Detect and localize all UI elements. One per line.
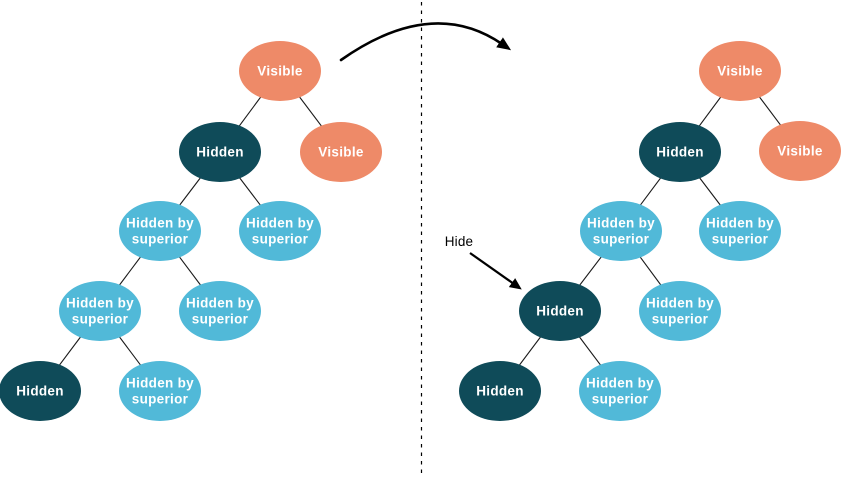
node-ellipse-hidden-by-superior	[179, 281, 261, 341]
node-ellipse-hidden	[0, 361, 81, 421]
node-label: Visible	[318, 145, 364, 160]
node-label: Visible	[777, 144, 823, 159]
node-ellipse-hidden	[639, 122, 721, 182]
node-label: Visible	[257, 64, 303, 79]
node-ellipse-visible	[759, 121, 841, 181]
node-ellipse-hidden	[459, 361, 541, 421]
node-ellipse-hidden-by-superior	[119, 201, 201, 261]
node-ellipse-visible	[699, 41, 781, 101]
node-label: Visible	[717, 64, 763, 79]
node-ellipse-hidden-by-superior	[699, 201, 781, 261]
node-ellipse-hidden-by-superior	[59, 281, 141, 341]
after-node-n2: Hidden	[639, 122, 721, 182]
before-node-n1: Visible	[239, 41, 321, 101]
hide-annotation-label: Hide	[445, 234, 474, 249]
before-node-n3: Visible	[300, 122, 382, 182]
node-ellipse-hidden-by-superior	[639, 281, 721, 341]
node-label: Hidden	[476, 384, 524, 399]
after-node-n3: Visible	[759, 121, 841, 181]
after-node-n8: Hidden	[459, 361, 541, 421]
transform-arrow	[339, 22, 512, 62]
node-label: Hidden	[16, 384, 64, 399]
after-node-n6: Hidden	[519, 281, 601, 341]
before-node-n2: Hidden	[179, 122, 261, 182]
node-ellipse-hidden	[519, 281, 601, 341]
node-ellipse-hidden-by-superior	[580, 201, 662, 261]
node-ellipse-hidden-by-superior	[119, 361, 201, 421]
node-label: Hidden	[196, 145, 244, 160]
node-label: Hidden	[656, 145, 704, 160]
hide-annotation-arrow	[469, 252, 522, 290]
node-ellipse-hidden	[179, 122, 261, 182]
node-ellipse-hidden-by-superior	[579, 361, 661, 421]
node-label: Hidden	[536, 304, 584, 319]
node-ellipse-visible	[300, 122, 382, 182]
after-node-n1: Visible	[699, 41, 781, 101]
before-node-n8: Hidden	[0, 361, 81, 421]
node-ellipse-hidden-by-superior	[239, 201, 321, 261]
node-ellipse-visible	[239, 41, 321, 101]
hide-annotation: Hide	[445, 234, 522, 290]
